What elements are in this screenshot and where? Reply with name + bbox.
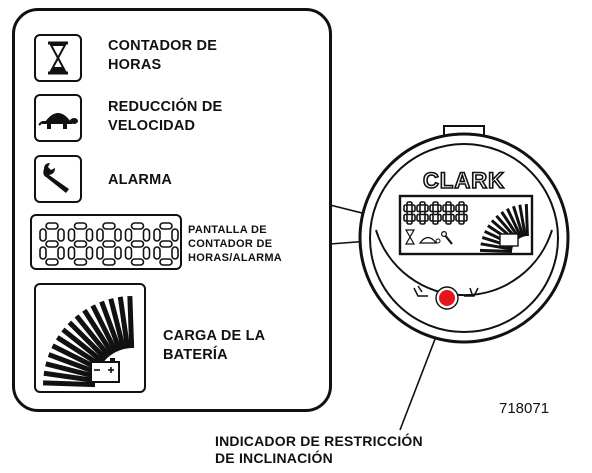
- display-label: PANTALLA DE CONTADOR DE HORAS/ALARMA: [188, 224, 283, 264]
- tilt-indicator-light: [439, 290, 455, 306]
- charge-bar: [82, 308, 115, 356]
- segment-digit: [403, 201, 416, 225]
- gauge-battery-icon: [499, 233, 519, 247]
- hourglass-icon: [48, 41, 68, 75]
- hour-counter-label: CONTADOR DE HORAS: [108, 38, 218, 73]
- charge-bar: [524, 203, 529, 237]
- battery-charge-label: CARGA DE LA BATERÍA: [163, 328, 266, 363]
- charge-bar: [117, 296, 131, 349]
- tilt-restriction-caption: INDICADOR DE RESTRICCIÓN DE INCLINACIÓN: [215, 433, 423, 466]
- speed-reduction-label: REDUCCIÓN DE VELOCIDAD: [108, 99, 223, 134]
- wrench-icon-box: [34, 155, 82, 203]
- charge-bar: [518, 204, 527, 237]
- charge-bar: [42, 380, 96, 388]
- wrench-icon: [43, 163, 69, 193]
- segment-digit: [416, 201, 429, 225]
- charge-bar: [99, 300, 123, 352]
- turtle-icon-box: [34, 94, 82, 142]
- tilt-right-icon: [464, 287, 479, 297]
- segment-digit: [96, 222, 122, 266]
- segment-digit: [442, 201, 455, 225]
- hourglass-icon-box: [34, 34, 82, 82]
- segment-digit: [429, 201, 442, 225]
- charge-bar: [43, 370, 96, 384]
- gauge-hourglass-icon: [404, 229, 416, 245]
- charge-bar: [108, 298, 127, 350]
- charge-bar: [55, 335, 103, 368]
- reference-number: 718071: [499, 400, 550, 417]
- charge-bar: [480, 242, 513, 251]
- instrument-gauge: CLARK: [358, 125, 570, 344]
- charge-bar: [512, 205, 525, 238]
- segment-digit: [124, 222, 151, 266]
- segment-digit: [455, 201, 468, 225]
- tilt-left-icon: [413, 285, 428, 297]
- segment-digit: [67, 222, 94, 266]
- charge-bar: [74, 314, 112, 358]
- segment-digit: [39, 222, 65, 266]
- battery-icon: [90, 361, 120, 383]
- charge-bar: [47, 352, 99, 376]
- charge-bar: [61, 327, 105, 365]
- seven-segment-display: [39, 222, 179, 266]
- gauge-turtle-icon: [418, 236, 438, 244]
- gauge-brand: CLARK: [423, 168, 505, 193]
- charge-bar: [67, 320, 108, 361]
- alarm-label: ALARMA: [108, 172, 173, 188]
- charge-bar: [90, 304, 119, 354]
- charge-bar: [127, 295, 135, 349]
- charge-bar: [45, 361, 97, 380]
- battery-gauge-icon: [42, 295, 135, 388]
- turtle-icon: [38, 113, 78, 129]
- segment-digit: [153, 222, 179, 266]
- charge-bar: [506, 208, 523, 239]
- charge-bar: [479, 248, 513, 253]
